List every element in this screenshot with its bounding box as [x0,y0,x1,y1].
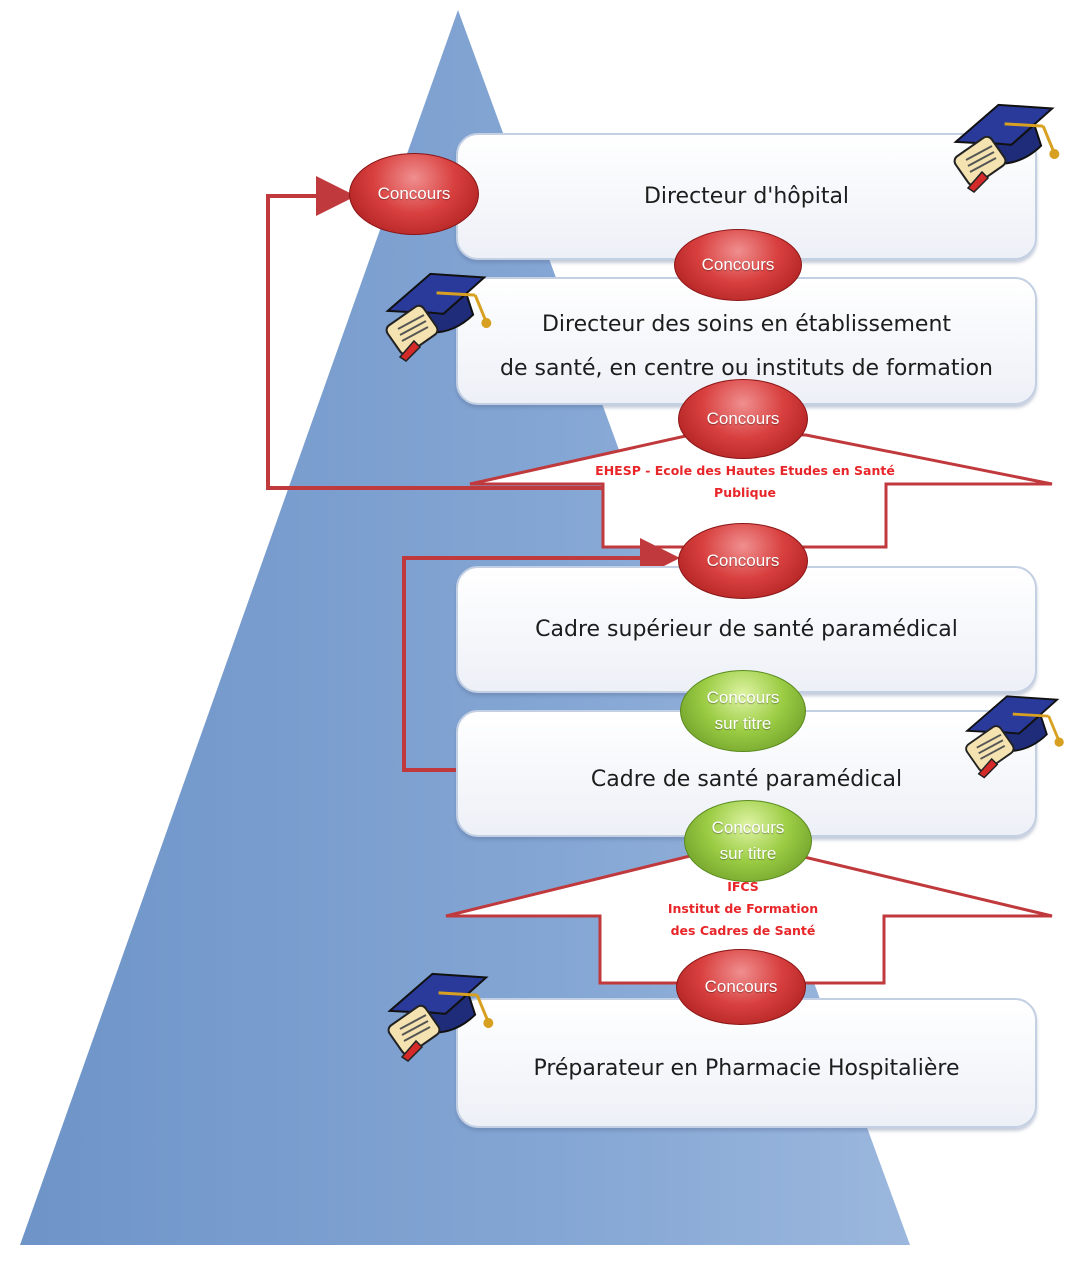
school-label-ehesp: EHESP - Ecole des Hautes Etudes en Santé… [560,460,930,504]
graduation-cap-diploma-icon [964,695,1064,779]
concours-badge-directeur-hopital: Concours [349,153,479,235]
school-label-ifcs: IFCS Institut de Formation des Cadres de… [628,876,858,942]
concours-badge-preparateur: Concours [676,949,806,1025]
school-name-line1: EHESP - Ecole des Hautes Etudes en Santé [595,463,895,478]
school-name-line1: Institut de Formation [667,901,819,916]
concours-badge-cadre-superieur: Concours [678,523,808,599]
badge-label-line1: Concours [711,818,785,837]
school-acronym: IFCS [727,879,759,894]
concours-sur-titre-badge-ifcs: Concours sur titre [684,800,812,882]
badge-label-line2: sur titre [714,714,772,733]
level-label-line1: Directeur des soins en établissement [541,312,952,337]
loop-arrow-directeur [266,176,603,490]
badge-label: Concours [377,184,451,203]
badge-label: Concours [706,409,780,428]
level-label-line2: de santé, en centre ou instituts de form… [499,356,993,381]
level-label: Préparateur en Pharmacie Hospitalière [533,1056,960,1081]
badge-label-line2: sur titre [719,844,777,863]
graduation-cap-diploma-icon [953,103,1060,193]
level-label: Directeur d'hôpital [643,183,850,209]
level-label: Cadre supérieur de santé paramédical [535,616,958,642]
concours-sur-titre-badge-cadre-sante: Concours sur titre [680,670,806,752]
badge-label: Concours [706,551,780,570]
concours-badge-ehesp: Concours [678,379,808,459]
graduation-cap-diploma-icon [387,972,494,1062]
badge-label: Concours [704,977,778,996]
graduation-cap-diploma-icon [385,272,492,362]
school-name-line2: Publique [714,485,776,500]
loop-arrow-ehesp [402,538,680,772]
badge-label-line1: Concours [706,688,780,707]
school-name-line2: des Cadres de Santé [670,923,816,938]
level-label: Cadre de santé paramédical [590,766,903,792]
concours-badge-directeur-soins: Concours [674,229,802,301]
badge-label: Concours [701,255,775,274]
